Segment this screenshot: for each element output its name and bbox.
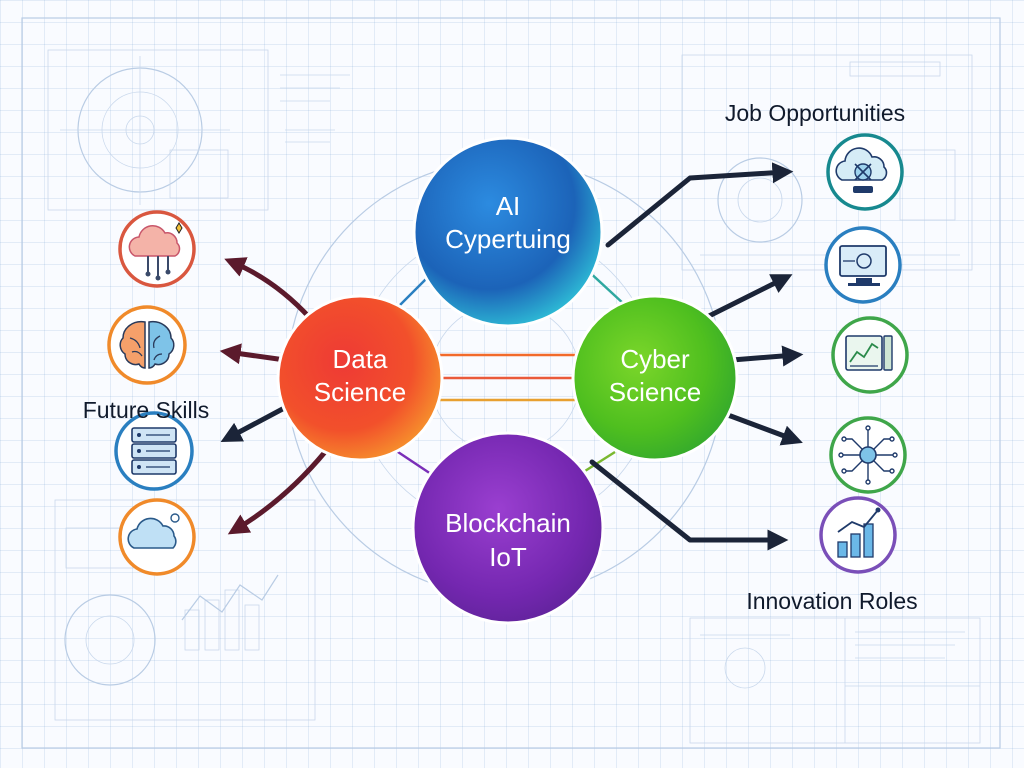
arrow-to-job-opportunities xyxy=(605,162,794,248)
arrow-to-server xyxy=(220,402,293,442)
bar-chart-icon[interactable] xyxy=(819,496,897,574)
analytics-panel-icon[interactable] xyxy=(831,316,909,394)
brain-icon[interactable] xyxy=(107,305,187,385)
blueprint-sketch-top-left xyxy=(47,49,350,211)
monitor-icon[interactable] xyxy=(824,226,902,304)
cloud-icon[interactable] xyxy=(118,498,196,576)
circuit-icon[interactable] xyxy=(829,416,907,494)
arrow-to-monitor xyxy=(702,274,793,321)
node-data-science-line1: Data xyxy=(333,344,388,374)
node-ai[interactable]: AI Cypertuing xyxy=(412,136,604,328)
arrow-to-cloud-network xyxy=(224,257,313,321)
node-data-science[interactable]: Data Science xyxy=(276,294,444,462)
left-arrows xyxy=(219,257,328,535)
blueprint-sketch-bottom-right xyxy=(689,617,981,744)
cloud-network-icon[interactable] xyxy=(118,210,196,288)
cloud-tools-icon[interactable] xyxy=(826,133,904,211)
node-cyber-science-line2: Science xyxy=(609,377,702,407)
right-arrows xyxy=(589,162,804,551)
server-icon[interactable] xyxy=(114,411,194,491)
arrow-to-brain xyxy=(219,343,288,365)
label-future-skills: Future Skills xyxy=(83,397,210,423)
node-blockchain-line1: Blockchain xyxy=(445,508,571,538)
arrow-to-innovation-roles xyxy=(589,459,789,551)
node-ai-line2: Cypertuing xyxy=(445,224,571,254)
node-ai-line1: AI xyxy=(496,191,521,221)
arrow-to-cloud xyxy=(227,449,328,535)
node-cyber-science-line1: Cyber xyxy=(620,344,690,374)
node-cyber-science[interactable]: Cyber Science xyxy=(571,294,739,462)
node-blockchain[interactable]: Blockchain IoT xyxy=(411,431,605,625)
blueprint-sketch-top-right xyxy=(681,54,973,271)
arrow-to-analytics-panel xyxy=(729,345,804,367)
node-data-science-line2: Science xyxy=(314,377,407,407)
label-innovation-roles: Innovation Roles xyxy=(746,588,917,614)
blueprint-frame xyxy=(21,17,1001,749)
arrow-to-circuit xyxy=(725,412,803,446)
node-blockchain-line2: IoT xyxy=(489,542,527,572)
label-job-opportunities: Job Opportunities xyxy=(725,100,905,126)
